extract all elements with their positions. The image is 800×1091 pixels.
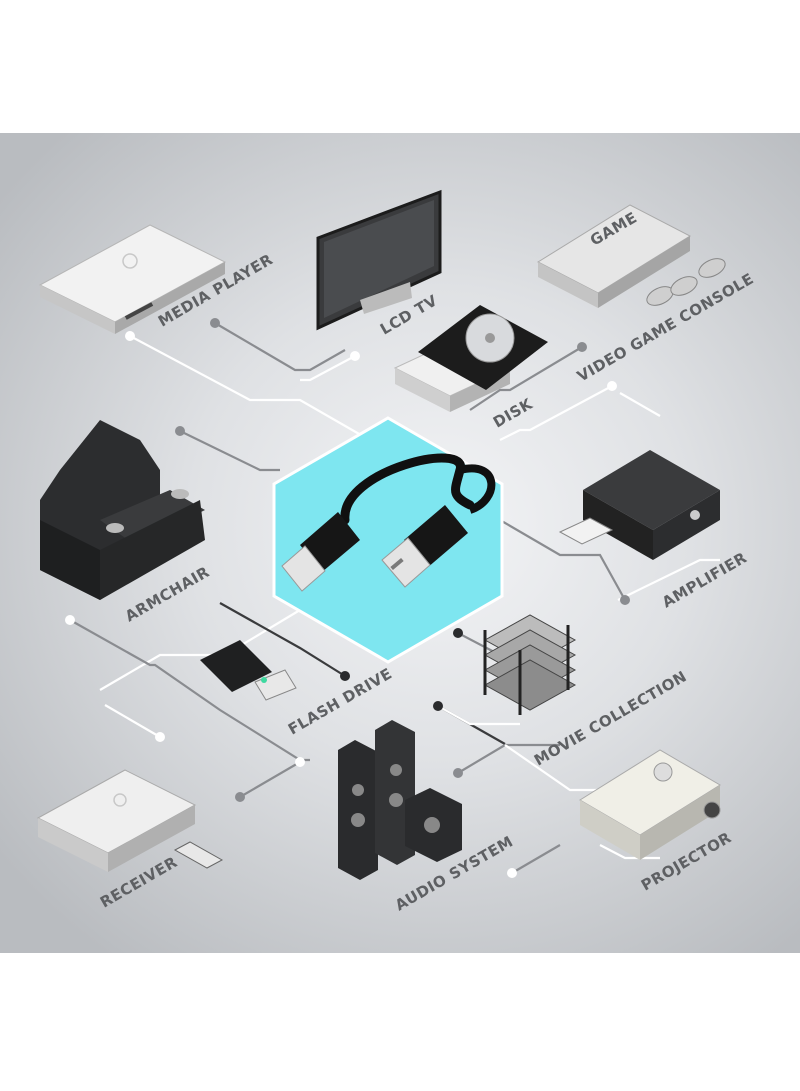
movie-collection-device — [483, 614, 577, 715]
connector-dot — [577, 342, 587, 352]
connector-dot — [175, 426, 185, 436]
center-hexagon — [272, 416, 504, 664]
label-disk: DISK — [490, 394, 537, 431]
connector-dot — [453, 628, 463, 638]
connector-dot — [433, 701, 443, 711]
connector-line — [619, 392, 661, 417]
connector-dot — [155, 732, 165, 742]
connector-dot — [235, 792, 245, 802]
receiver-device — [36, 769, 224, 872]
connector-line — [300, 355, 356, 382]
media-player-device — [38, 224, 227, 334]
connector-line — [214, 322, 346, 372]
connector-dot — [295, 757, 305, 767]
connector-line — [179, 430, 280, 472]
label-amplifier: AMPLIFIER — [659, 548, 750, 611]
connector-dot — [350, 351, 360, 361]
projector-device — [579, 749, 721, 860]
disk-device — [393, 305, 548, 412]
connector-dots — [65, 318, 630, 878]
connector-dot — [607, 381, 617, 391]
connector-line — [239, 761, 301, 798]
connector-dot — [620, 595, 630, 605]
connector-line — [99, 609, 301, 691]
audio-system-device — [338, 720, 462, 880]
connector-dot — [453, 768, 463, 778]
connector-line — [104, 704, 161, 738]
controller-icon — [646, 258, 726, 306]
connector-line — [617, 558, 720, 601]
lcd-tv-device — [316, 189, 442, 331]
amplifier-device — [558, 450, 720, 560]
connector-line — [599, 844, 660, 860]
connector-line — [499, 519, 626, 601]
connector-line — [499, 385, 613, 441]
armchair-device — [40, 420, 205, 600]
connector-line — [469, 346, 583, 411]
flash-drive-device — [200, 640, 297, 701]
connector-line — [511, 844, 561, 874]
connector-dot — [507, 868, 517, 878]
hdmi-cable-icon — [281, 453, 496, 592]
hexagon-shape — [272, 416, 504, 664]
connector-dot — [125, 331, 135, 341]
connector-line — [219, 602, 346, 677]
connector-dot — [340, 671, 350, 681]
connector-dot — [65, 615, 75, 625]
connector-line — [129, 335, 381, 447]
connector-line — [437, 705, 520, 726]
connector-dot — [210, 318, 220, 328]
video-game-console-device: GAME — [536, 204, 726, 308]
